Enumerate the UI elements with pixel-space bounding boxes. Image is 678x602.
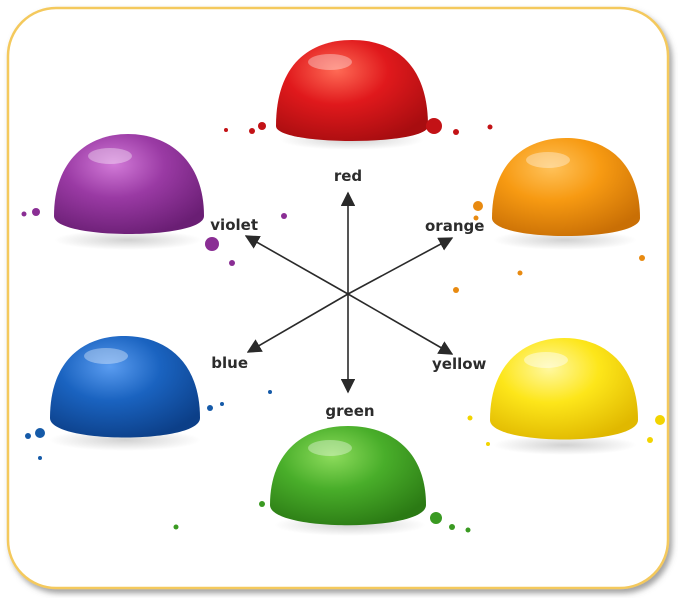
label-yellow: yellow — [432, 355, 487, 373]
label-green: green — [325, 402, 374, 420]
label-blue: blue — [211, 354, 248, 372]
label-red: red — [334, 167, 362, 185]
label-orange: orange — [425, 217, 484, 235]
label-violet: violet — [210, 216, 258, 234]
